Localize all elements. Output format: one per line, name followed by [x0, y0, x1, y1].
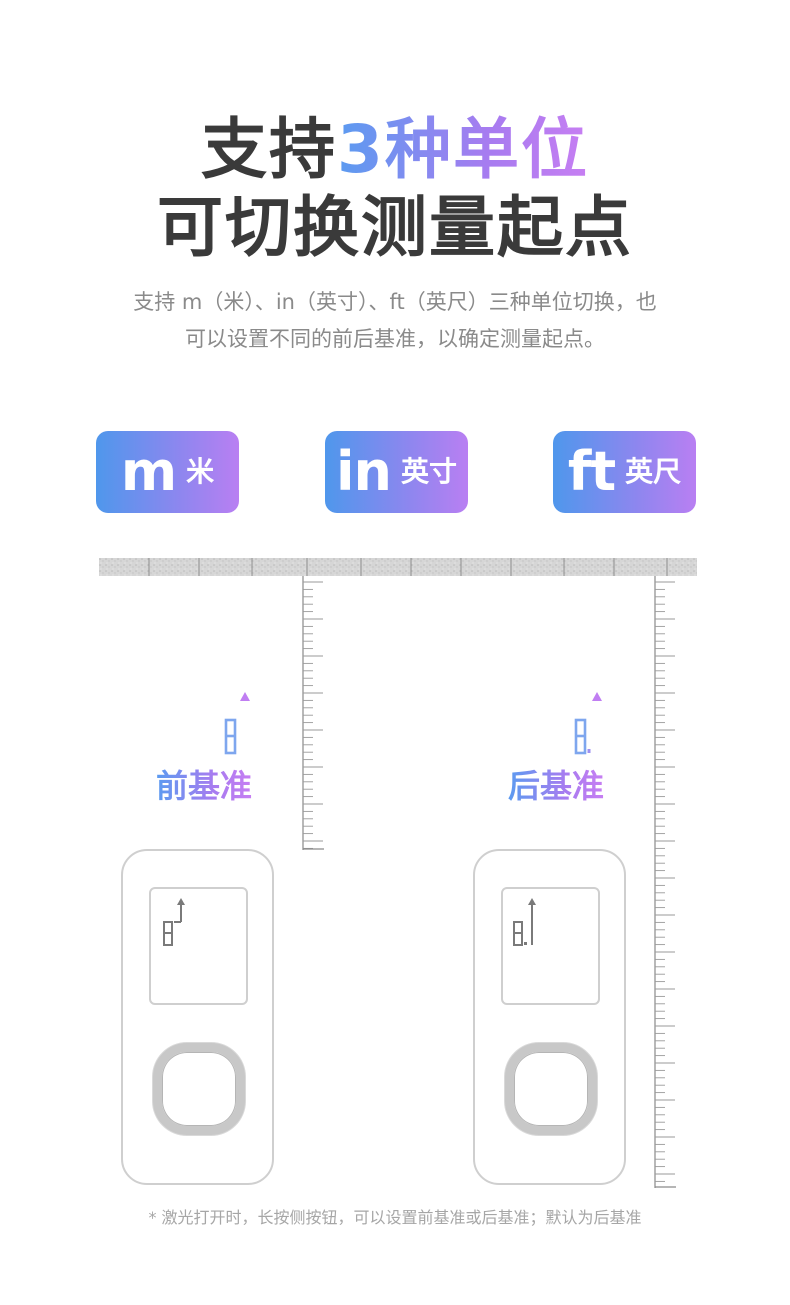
- unit-symbol: in: [336, 440, 392, 503]
- front-reference-screen-icon: [163, 898, 185, 946]
- unit-card-foot: ft 英尺: [553, 431, 696, 513]
- unit-symbol: m: [120, 440, 177, 503]
- unit-name: 英尺: [625, 455, 682, 488]
- page-title-line-2: 可切换测量起点: [157, 189, 633, 266]
- unit-name: 英寸: [400, 455, 457, 488]
- device-screen: [501, 887, 600, 1005]
- back-reference-screen-icon: [513, 898, 536, 946]
- front-reference-label: 前基准: [156, 767, 253, 805]
- rangefinder-device-back: [473, 849, 626, 1185]
- unit-card-inch: in 英寸: [325, 431, 468, 513]
- description-line-2: 可以设置不同的前后基准，以确定测量起点。: [185, 327, 605, 351]
- back-reference-label: 后基准: [508, 767, 605, 805]
- footnote: * 激光打开时，长按侧按钮，可以设置前基准或后基准；默认为后基准: [148, 1208, 642, 1227]
- front-reference-icon: [224, 692, 250, 755]
- ceiling-surface: [99, 558, 697, 576]
- rangefinder-device-front: [121, 849, 274, 1185]
- device-screen: [149, 887, 248, 1005]
- title-highlight: 3种单位: [337, 111, 589, 188]
- description-line-1: 支持 m（米）、in（英寸）、ft（英尺）三种单位切换，也: [133, 290, 657, 314]
- measurement-ruler-right: [654, 576, 676, 1188]
- unit-symbol: ft: [567, 440, 616, 503]
- device-main-button: [153, 1043, 245, 1135]
- back-reference-icon: [574, 692, 602, 755]
- device-main-button: [505, 1043, 597, 1135]
- unit-card-meter: m 米: [96, 431, 239, 513]
- unit-name: 米: [186, 455, 215, 488]
- measurement-ruler-left: [302, 576, 324, 850]
- title-prefix: 支持: [201, 111, 338, 188]
- page-title-line-1: 支持3种单位: [0, 110, 790, 190]
